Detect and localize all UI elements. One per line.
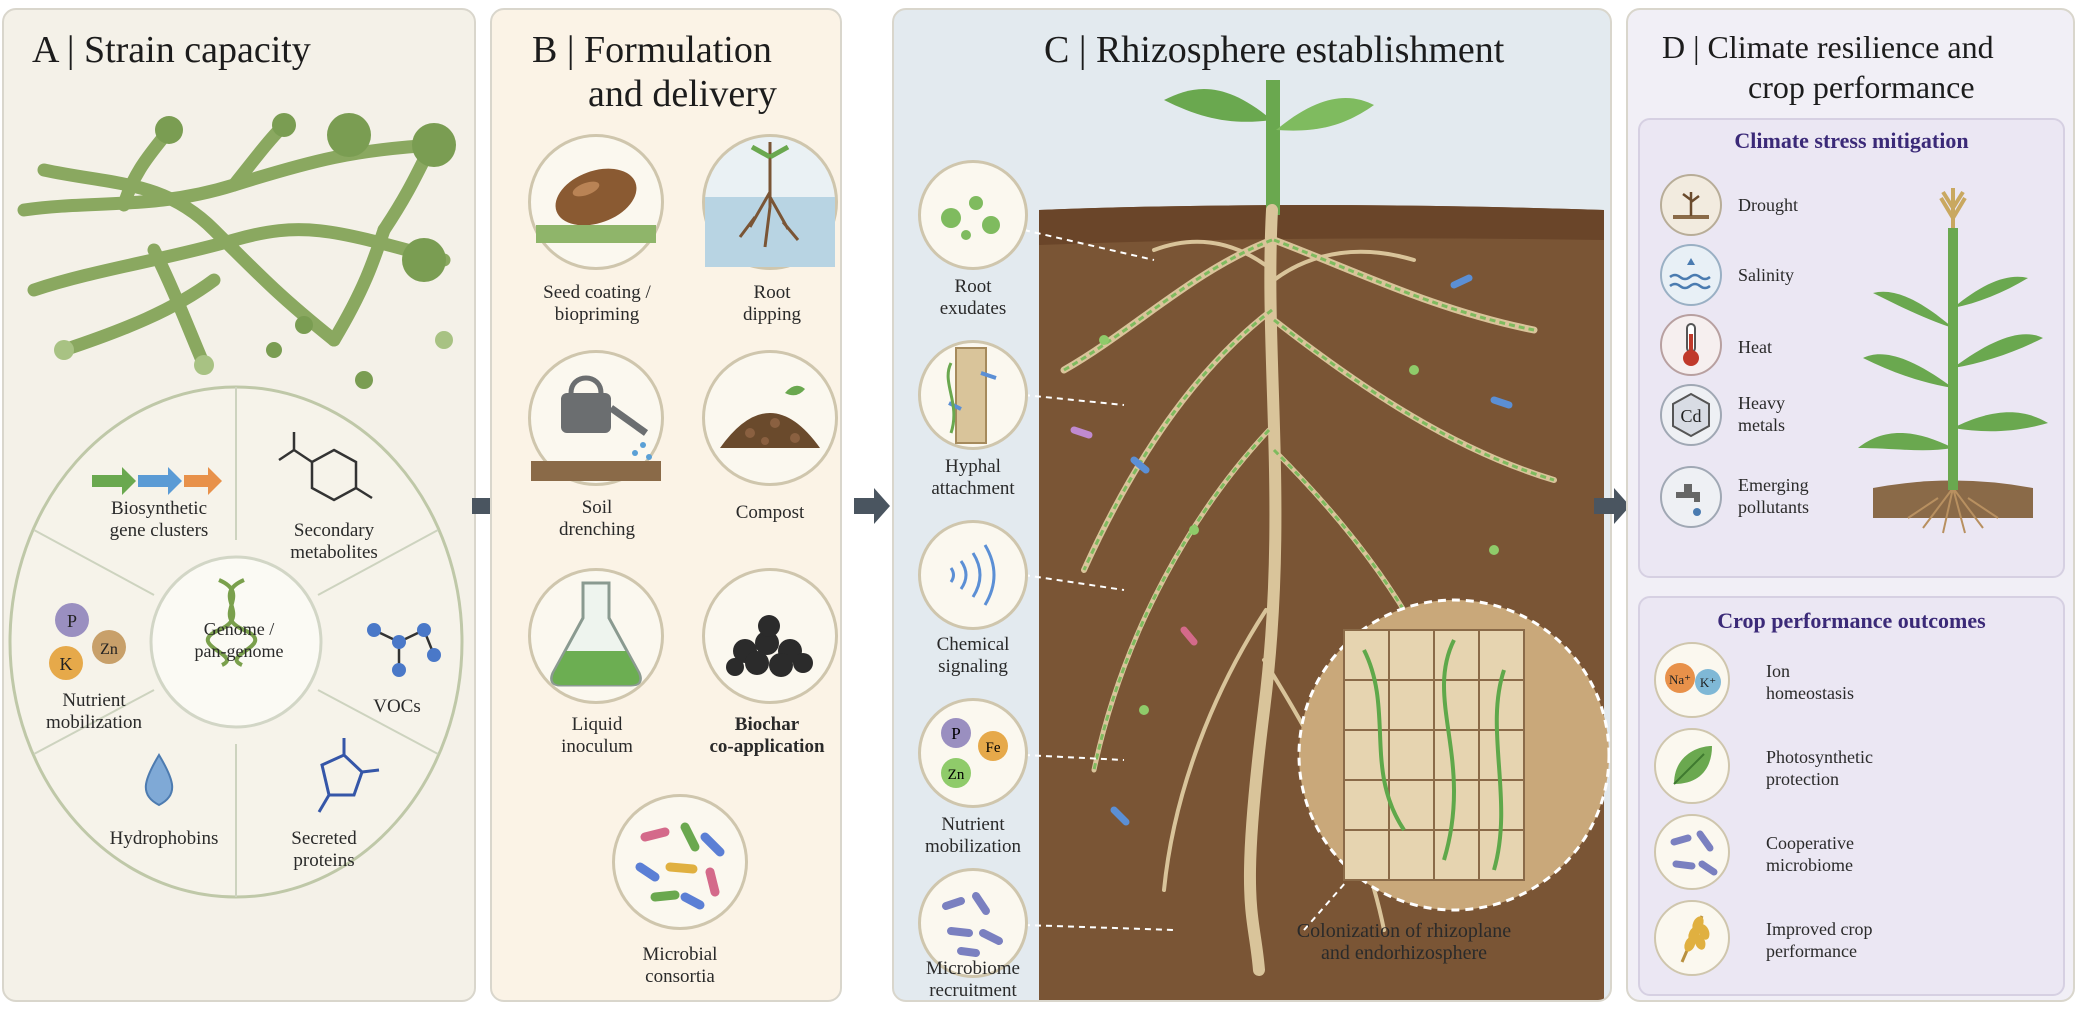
root-dipping-circle — [702, 134, 838, 270]
root-dipping-icon — [705, 142, 835, 267]
seed-coating-circle — [528, 134, 664, 270]
hyphal-attachment-circle — [918, 340, 1028, 450]
drought-icon — [1660, 174, 1722, 236]
ion-k: K⁺ — [1700, 675, 1716, 690]
panel-a-title: A | Strain capacity — [32, 29, 311, 71]
maize-plant-illustration — [1858, 188, 2048, 534]
element-badges — [49, 603, 126, 680]
label-drought: Drought — [1738, 195, 1798, 215]
arrow-b-to-c — [854, 488, 890, 524]
element-k: K — [60, 654, 73, 674]
panel-climate-resilience: D | Climate resilience and crop performa… — [1626, 8, 2075, 1002]
element-zn-c: Zn — [948, 767, 965, 783]
leaf-icon — [1654, 728, 1730, 804]
chemical-signaling-circle — [918, 520, 1028, 630]
heavy-metal-icon: Cd — [1660, 384, 1722, 446]
element-p-c: P — [951, 724, 960, 743]
fungal-hyphae-illustration — [17, 113, 456, 389]
panel-b-title-2: and delivery — [588, 73, 777, 115]
label-emerging-pollutants: Emerging pollutants — [1738, 475, 1809, 517]
salinity-icon — [1660, 244, 1722, 306]
strain-capacity-wheel: P Zn K — [8, 385, 464, 899]
flask-icon — [550, 581, 642, 687]
label-salinity: Salinity — [1738, 265, 1795, 285]
panel-d-title-2: crop performance — [1748, 69, 1975, 105]
root-system-illustration — [1023, 80, 1610, 1000]
label-root-exudates: Root exudates — [939, 276, 1007, 319]
nutrient-mobilization-circle: P Fe Zn — [918, 698, 1028, 808]
microbes-icon — [635, 822, 725, 910]
label-vocs: VOCs — [373, 696, 421, 717]
ion-na: Na⁺ — [1669, 672, 1691, 687]
soil-drenching-circle — [528, 350, 664, 486]
panel-strain-capacity: A | Strain capacity — [2, 8, 476, 1002]
label-ion-homeostasis: Ion homeostasis — [1766, 661, 1854, 703]
consortia-circle — [612, 794, 748, 930]
panel-b-title-1: B | Formulation — [532, 29, 772, 71]
label-nutrient-mobilization-a: Nutrient mobilization — [45, 690, 143, 733]
label-secreted-proteins: Secreted proteins — [291, 828, 357, 871]
thermometer-icon — [1660, 314, 1722, 376]
label-photosynthetic-protection: Photosynthetic protection — [1766, 747, 1873, 789]
compost-circle — [702, 350, 838, 486]
label-heat: Heat — [1738, 337, 1772, 357]
metal-symbol: Cd — [1680, 406, 1701, 426]
compost-icon — [720, 385, 820, 448]
liquid-inoculum-circle — [528, 568, 664, 704]
panel-c-title: C | Rhizosphere establishment — [1044, 29, 1505, 71]
label-biochar: Biochar co-application — [709, 714, 825, 757]
label-chemical-signaling: Chemical signaling — [936, 634, 1010, 677]
label-nutrient-mobilization-c: Nutrient mobilization — [924, 814, 1022, 857]
element-zn: Zn — [100, 641, 118, 658]
biochar-icon — [726, 615, 813, 677]
watering-can-icon — [531, 375, 661, 481]
label-microbiome-recruitment: Microbiome recruitment — [926, 958, 1020, 1001]
label-biosynthetic: Biosynthetic gene clusters — [109, 498, 209, 541]
ion-icon: Na⁺ K⁺ — [1654, 642, 1730, 718]
panel-formulation: B | Formulation and delivery Seed coatin… — [490, 8, 842, 1002]
arrow-c-to-d — [1594, 488, 1630, 524]
faucet-icon — [1660, 466, 1722, 528]
root-exudates-circle — [918, 160, 1028, 270]
label-liquid-inoculum: Liquid inoculum — [561, 714, 633, 757]
label-cooperative-microbiome: Cooperative microbiome — [1766, 833, 1854, 875]
stress-heading: Climate stress mitigation — [1734, 128, 1969, 153]
label-soil-drenching: Soil drenching — [559, 497, 635, 540]
label-compost: Compost — [735, 502, 805, 523]
label-seed-coating: Seed coating / biopriming — [543, 282, 651, 325]
biochar-circle — [702, 568, 838, 704]
label-hydrophobins: Hydrophobins — [109, 828, 219, 849]
label-microbial-consortia: Microbial consortia — [642, 944, 718, 987]
label-secondary-metabolites: Secondary metabolites — [290, 520, 378, 563]
label-root-dipping: Root dipping — [742, 282, 802, 325]
label-hyphal-attachment: Hyphal attachment — [931, 456, 1015, 499]
seed-icon — [536, 168, 656, 243]
label-colonization: Colonization of rhizoplane and endorhizo… — [1296, 920, 1512, 964]
grain-icon — [1654, 900, 1730, 976]
panel-d-title-1: D | Climate resilience and — [1662, 29, 1994, 65]
microbiome-recruitment-circle — [918, 868, 1028, 978]
label-improved-crop: Improved crop performance — [1766, 919, 1873, 961]
panel-rhizosphere: C | Rhizosphere establishment — [892, 8, 1612, 1002]
signal-waves-icon — [949, 544, 996, 606]
element-fe: Fe — [986, 740, 1001, 756]
element-p: P — [67, 611, 77, 631]
label-genome: Genome / pan-genome — [194, 619, 284, 661]
droplet-icon — [144, 753, 174, 807]
outcome-heading: Crop performance outcomes — [1717, 608, 1986, 633]
label-heavy-metals: Heavy metals — [1738, 393, 1785, 435]
microbiome-icon — [1654, 814, 1730, 890]
